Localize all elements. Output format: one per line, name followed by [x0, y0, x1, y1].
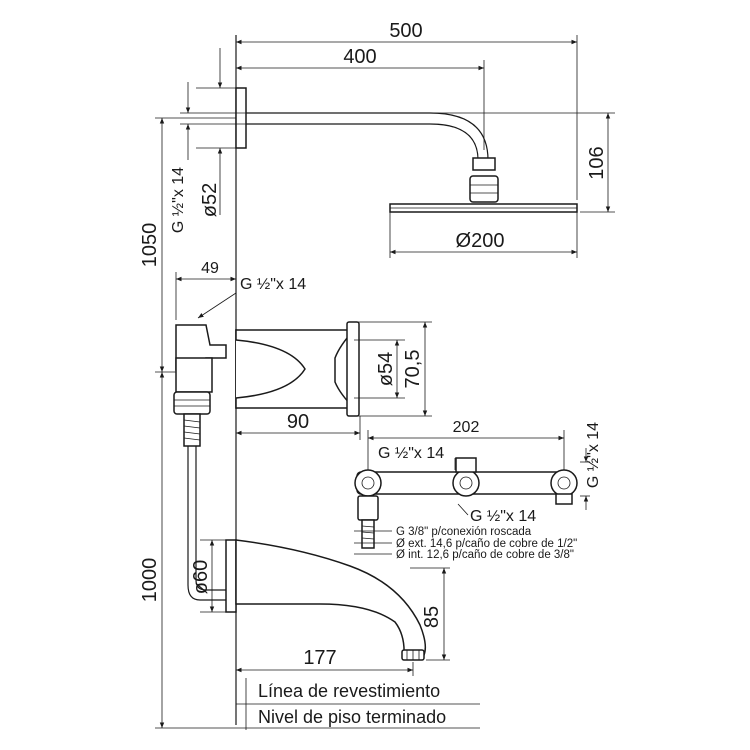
- note-int-diameter: Ø int. 12,6 p/caño de cobre de 3/8": [396, 549, 574, 561]
- floor-line-label: Nivel de piso terminado: [258, 707, 446, 727]
- valve-elbow: [175, 357, 213, 393]
- spout-flange: [225, 539, 237, 613]
- handle-cap: [346, 321, 360, 417]
- dim-thread-manifold-top: G ½"x 14: [378, 445, 444, 462]
- dim-90: 90: [287, 411, 309, 433]
- dim-106: 106: [586, 146, 608, 179]
- dim-diameter-60: ø60: [190, 560, 212, 594]
- dim-49: 49: [201, 260, 219, 277]
- leader-thread-valve: [197, 292, 237, 319]
- dim-177: 177: [303, 647, 336, 669]
- note-threaded-connection: G 3/8" p/conexión roscada: [396, 526, 532, 538]
- manifold-port-right: [550, 469, 578, 497]
- shower-arm: [246, 112, 489, 168]
- valve-thread: [183, 413, 201, 447]
- spout-body: [235, 539, 427, 656]
- tub-spout: [225, 539, 427, 661]
- dim-thread-arm: G ½"x 14: [170, 167, 187, 233]
- dim-202: 202: [453, 419, 480, 436]
- dim-diameter-52: ø52: [199, 183, 221, 217]
- inlet-nut: [357, 495, 379, 521]
- manifold-top-outlet: [455, 457, 477, 473]
- dim-500: 500: [389, 20, 422, 42]
- wall-flange: [235, 87, 247, 149]
- mixer-valve: [173, 321, 360, 447]
- arm-nut: [472, 157, 496, 171]
- dim-thread-manifold-bottom: G ½"x 14: [470, 508, 536, 525]
- manifold: [354, 457, 578, 549]
- dim-thread-valve: G ½"x 14: [240, 276, 306, 293]
- note-ext-diameter: Ø ext. 14,6 p/caño de cobre de 1/2": [396, 538, 577, 550]
- dim-diameter-200: Ø200: [456, 230, 505, 252]
- dim-thread-manifold-side: G ½"x 14: [585, 422, 602, 488]
- inlet-fitting: [361, 519, 375, 549]
- dim-1050: 1050: [139, 223, 161, 268]
- swivel-joint: [469, 175, 499, 203]
- valve-nut: [173, 391, 211, 415]
- dim-1000: 1000: [139, 558, 161, 603]
- dim-70-5: 70,5: [402, 350, 424, 389]
- manifold-right-outlet: [555, 493, 573, 505]
- wall-line-label: Línea de revestimiento: [258, 681, 440, 701]
- dim-400: 400: [343, 46, 376, 68]
- manifold-port-left: [354, 469, 382, 497]
- dim-diameter-54: ø54: [375, 352, 397, 386]
- manifold-port-center: [452, 469, 480, 497]
- dim-85: 85: [421, 606, 443, 628]
- shower-arm-assembly: [235, 87, 578, 213]
- connection-hose: [187, 446, 226, 601]
